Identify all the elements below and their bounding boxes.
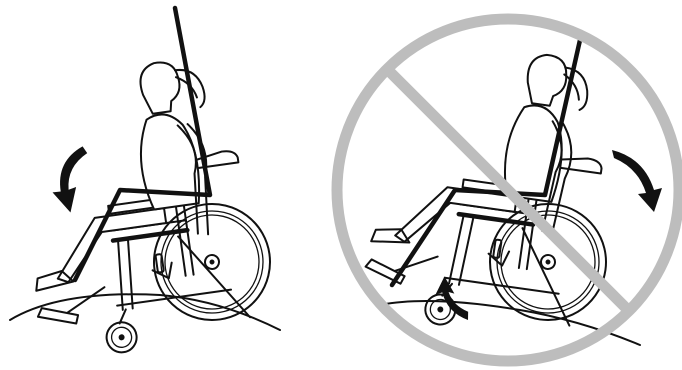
panel-incorrect (337, 19, 679, 361)
prohibition-sign (337, 19, 679, 361)
tilt-forward-arrow (41, 146, 104, 216)
panel-correct (5, 8, 280, 363)
wheelchair-with-rider (5, 51, 280, 363)
tip-backward-arrow (612, 150, 662, 212)
